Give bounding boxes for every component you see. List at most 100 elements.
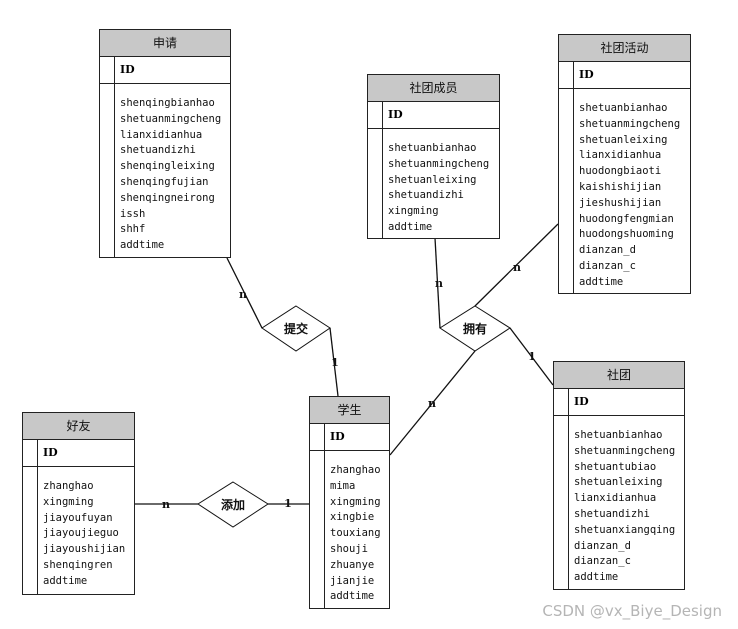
entity-attribute: addtime	[43, 574, 88, 587]
entity-attribute: jieshushijian	[579, 196, 662, 209]
card-yongyou-huodong: n	[513, 261, 521, 274]
entity-attribute: huodongfengmian	[579, 212, 674, 225]
card-tijiao-n: n	[239, 288, 247, 301]
entity-attribute: shenqingbianhao	[120, 97, 215, 109]
entity-key: ID	[330, 430, 345, 443]
entity-attribute: addtime	[579, 275, 624, 288]
entity-gutter	[324, 423, 325, 608]
entity-key: ID	[388, 108, 403, 121]
entity-attribute: lianxidianhua	[579, 149, 662, 162]
entity-key-row: ID	[23, 440, 134, 467]
entity-title: 社团成员	[368, 75, 499, 102]
entity-key: ID	[574, 395, 589, 408]
card-tianjia-1: 1	[284, 497, 292, 510]
entity-attribute: kaishishijian	[579, 180, 662, 193]
label-yongyou: 拥有	[463, 321, 487, 336]
line-tijiao-xuesheng	[329, 327, 339, 397]
card-tianjia-n: n	[162, 498, 170, 511]
diamond-yongyou	[439, 305, 511, 352]
entity-attribute: shenqingfujian	[120, 175, 209, 188]
entity-attribute: zhanghao	[43, 480, 94, 492]
diamond-tijiao	[261, 305, 331, 352]
entity-attribute: shetuanleixing	[388, 173, 477, 186]
entity-attribute: shetuanxiangqing	[574, 523, 676, 536]
entity-xuesheng: 学生 ID zhanghao mima xingming xingbie touxian…	[309, 396, 390, 609]
diamond-tianjia	[197, 481, 269, 528]
card-tijiao-1: 1	[331, 356, 339, 369]
line-yongyou-shetuan	[509, 327, 554, 386]
entity-attrs: shetuanbianhao shetuanmingcheng shetuanlei…	[368, 129, 499, 236]
entity-attribute: mima	[330, 479, 356, 492]
entity-title: 学生	[310, 397, 389, 424]
entity-attribute: dianzan_d	[579, 244, 636, 257]
entity-attribute: addtime	[388, 220, 433, 233]
entity-attrs: shetuanbianhao shetuanmingcheng shetuanlei…	[559, 89, 690, 291]
entity-attribute: addtime	[574, 571, 619, 584]
entity-key-row: ID	[559, 62, 690, 89]
line-chengyuan-yongyou	[434, 237, 441, 329]
entity-attribute: jiayoufuyan	[43, 511, 113, 524]
entity-attribute: xingming	[43, 495, 94, 508]
card-yongyou-shetuan: 1	[528, 350, 536, 363]
entity-attribute: shetuanbianhao	[579, 102, 668, 114]
entity-title: 申请	[100, 30, 230, 57]
line-huodong-yongyou	[474, 223, 559, 307]
entity-attribute: zhanghao	[330, 464, 381, 476]
entity-gutter	[382, 101, 383, 238]
entity-attribute: xingming	[388, 205, 439, 218]
watermark: CSDN @vx_Biye_Design	[542, 602, 722, 620]
label-tijiao: 提交	[284, 321, 308, 336]
entity-attribute: shetuandizhi	[574, 507, 650, 520]
entity-attribute: jianjie	[330, 574, 375, 587]
entity-key-row: ID	[554, 389, 684, 416]
entity-attribute: shetuanmingcheng	[388, 157, 490, 170]
entity-attribute: xingming	[330, 495, 381, 508]
entity-title: 社团	[554, 362, 684, 389]
entity-attribute: zhuanye	[330, 558, 375, 571]
entity-attribute: jiayoujieguo	[43, 527, 119, 540]
entity-gutter	[568, 388, 569, 589]
line-yongyou-xuesheng	[389, 350, 476, 456]
entity-attribute: shetuanleixing	[579, 133, 668, 146]
entity-attribute: shenqingleixing	[120, 160, 215, 173]
entity-attribute: shetuanmingcheng	[579, 117, 681, 130]
entity-attribute: addtime	[330, 590, 375, 603]
entity-attribute: xingbie	[330, 511, 375, 524]
entity-attribute: dianzan_c	[579, 259, 636, 272]
label-tianjia: 添加	[221, 497, 245, 512]
entity-attribute: issh	[120, 207, 146, 220]
entity-attribute: shetuanbianhao	[388, 142, 477, 154]
entity-key: ID	[579, 68, 594, 81]
entity-attribute: dianzan_c	[574, 555, 631, 568]
entity-attribute: huodongshuoming	[579, 228, 674, 241]
line-shenqing-tijiao	[226, 257, 263, 329]
entity-attribute: lianxidianhua	[120, 128, 203, 141]
entity-key: ID	[120, 63, 135, 76]
card-yongyou-chengyuan: n	[435, 277, 443, 290]
entity-attribute: shhf	[120, 223, 146, 236]
entity-attribute: shetuanleixing	[574, 476, 663, 489]
entity-key-row: ID	[100, 57, 230, 84]
entity-title: 社团活动	[559, 35, 690, 62]
entity-key-row: ID	[310, 424, 389, 451]
entity-gutter	[37, 439, 38, 594]
entity-attribute: huodongbiaoti	[579, 165, 662, 178]
entity-attribute: shetuantubiao	[574, 460, 657, 473]
entity-attribute: shetuanbianhao	[574, 429, 663, 441]
card-yongyou-xuesheng: n	[428, 397, 436, 410]
entity-attribute: shenqingneirong	[120, 191, 215, 204]
entity-attribute: touxiang	[330, 527, 381, 540]
entity-attribute: lianxidianhua	[574, 492, 657, 505]
entity-attrs: zhanghao mima xingming xingbie touxiang shouj…	[310, 451, 389, 605]
entity-title: 好友	[23, 413, 134, 440]
entity-attribute: shouji	[330, 542, 368, 555]
entity-key: ID	[43, 446, 58, 459]
entity-attribute: shetuandizhi	[120, 144, 196, 157]
